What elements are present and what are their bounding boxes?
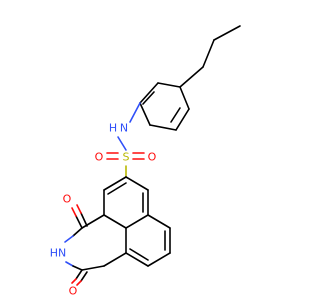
molecule-drawing: N H S O O O HN O <box>50 25 241 298</box>
bond <box>103 214 127 229</box>
amide-hydrogen-label: H <box>109 122 117 135</box>
bond <box>75 269 83 280</box>
sulfonyl-oxygen-left-label: O <box>95 151 104 164</box>
bond <box>76 204 82 214</box>
bond <box>103 252 127 267</box>
imide-nitrogen-label: HN <box>50 247 67 260</box>
imide-oxygen-bottom-label: O <box>69 285 78 298</box>
bond <box>103 176 127 191</box>
bond <box>65 261 74 267</box>
bond <box>175 108 190 131</box>
bond <box>125 176 149 191</box>
bond <box>125 252 149 267</box>
sulfur-label: S <box>123 151 130 164</box>
bond <box>147 252 171 267</box>
bond <box>81 214 105 229</box>
bond <box>64 235 74 243</box>
sulfonyl-oxygen-right-label: O <box>148 151 157 164</box>
bond <box>117 136 127 151</box>
bond <box>139 102 151 126</box>
bond <box>170 107 181 123</box>
bond <box>129 102 141 123</box>
bond <box>72 227 83 237</box>
imide-oxygen-top-label: O <box>63 193 72 206</box>
bond <box>75 215 83 229</box>
bond <box>179 86 190 110</box>
bond <box>213 25 241 41</box>
bond <box>139 82 159 104</box>
bond <box>71 278 77 284</box>
bond <box>142 91 155 105</box>
bond <box>107 182 127 195</box>
bond <box>76 280 82 286</box>
bond <box>202 39 215 68</box>
bond <box>129 248 149 261</box>
bond <box>72 265 83 271</box>
bond <box>149 124 177 131</box>
bond-layer <box>64 25 241 286</box>
atom-label-layer: N H S O O O HN O <box>50 122 157 298</box>
bond <box>157 82 181 88</box>
bond <box>80 212 88 227</box>
bond <box>125 214 149 229</box>
bond <box>147 214 171 229</box>
bond <box>81 265 105 271</box>
bond <box>71 207 77 217</box>
amide-nitrogen-label: N <box>120 122 128 135</box>
bond <box>179 66 204 88</box>
bond <box>80 271 88 282</box>
